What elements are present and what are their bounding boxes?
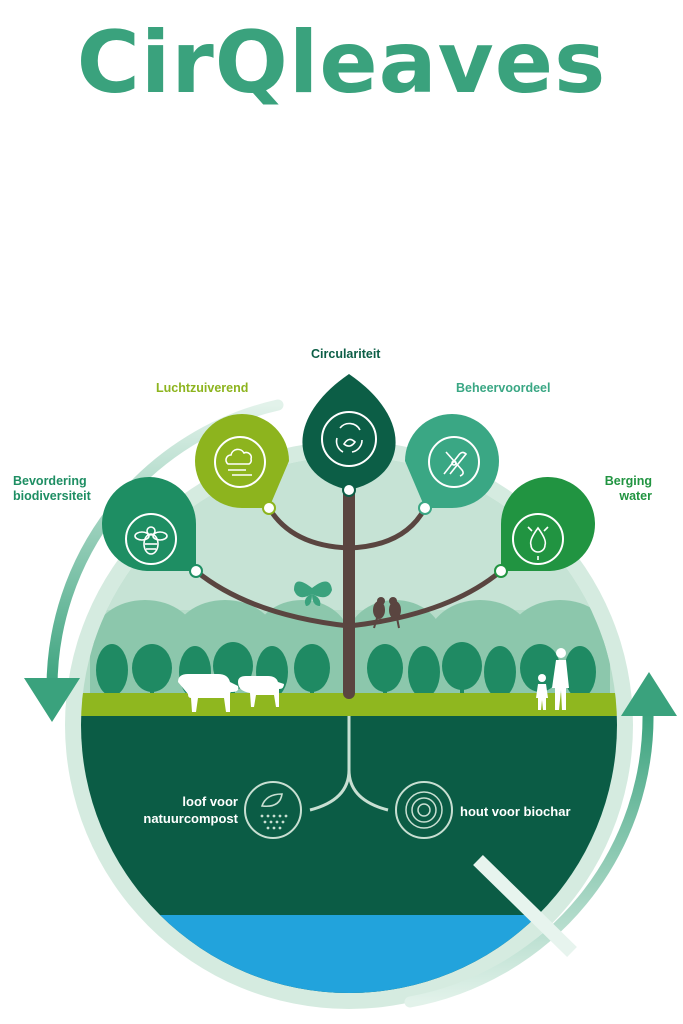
- cycle-arrow-right-head: [621, 672, 677, 716]
- app-title: CirQleaves: [76, 13, 607, 113]
- cows-icon: [178, 674, 284, 712]
- birds-icon: [373, 597, 401, 629]
- people-icon: [536, 648, 569, 710]
- label-compost: loof voor natuurcompost: [130, 793, 238, 827]
- water-drop-icon: [512, 513, 564, 565]
- central-tree: [193, 484, 504, 699]
- label-air-purifying: Luchtzuiverend: [156, 381, 249, 395]
- label-water-line2: water: [619, 489, 652, 503]
- wood-rings-icon: [395, 781, 453, 839]
- label-biochar: hout voor biochar: [460, 804, 571, 819]
- leaf-management[interactable]: [405, 414, 499, 515]
- leaf-air-purifying[interactable]: [195, 414, 289, 515]
- label-compost-line1: loof voor: [182, 794, 238, 809]
- label-biodiversity-line2: biodiversiteit: [13, 489, 91, 503]
- label-management: Beheervoordeel: [456, 381, 551, 395]
- leaf-biodiversity[interactable]: [102, 477, 203, 578]
- cycle-arrow-left-head: [24, 678, 80, 722]
- recycle-leaf-icon: [321, 411, 377, 467]
- pruning-shears-icon: [428, 436, 480, 488]
- leaf-circularity[interactable]: [302, 374, 396, 497]
- butterfly-icon: [294, 581, 332, 606]
- cycle-break-mark: [473, 854, 577, 958]
- label-biodiversity-line1: Bevordering: [13, 474, 87, 488]
- label-water-line1: Berging: [604, 474, 652, 488]
- leaf-compost-icon: [244, 781, 302, 839]
- label-biodiversity: Bevordering biodiversiteit: [13, 474, 91, 504]
- cycle-arrow-right: [404, 706, 654, 1008]
- leaf-water-storage[interactable]: [494, 477, 595, 578]
- tree-roots: [309, 716, 389, 812]
- grass-strip: [81, 693, 617, 716]
- label-compost-line2: natuurcompost: [143, 811, 238, 826]
- bee-icon: [125, 513, 177, 565]
- label-circularity: Circulariteit: [311, 347, 381, 361]
- label-water-storage: Berging water: [600, 474, 652, 504]
- cloud-wind-icon: [214, 436, 266, 488]
